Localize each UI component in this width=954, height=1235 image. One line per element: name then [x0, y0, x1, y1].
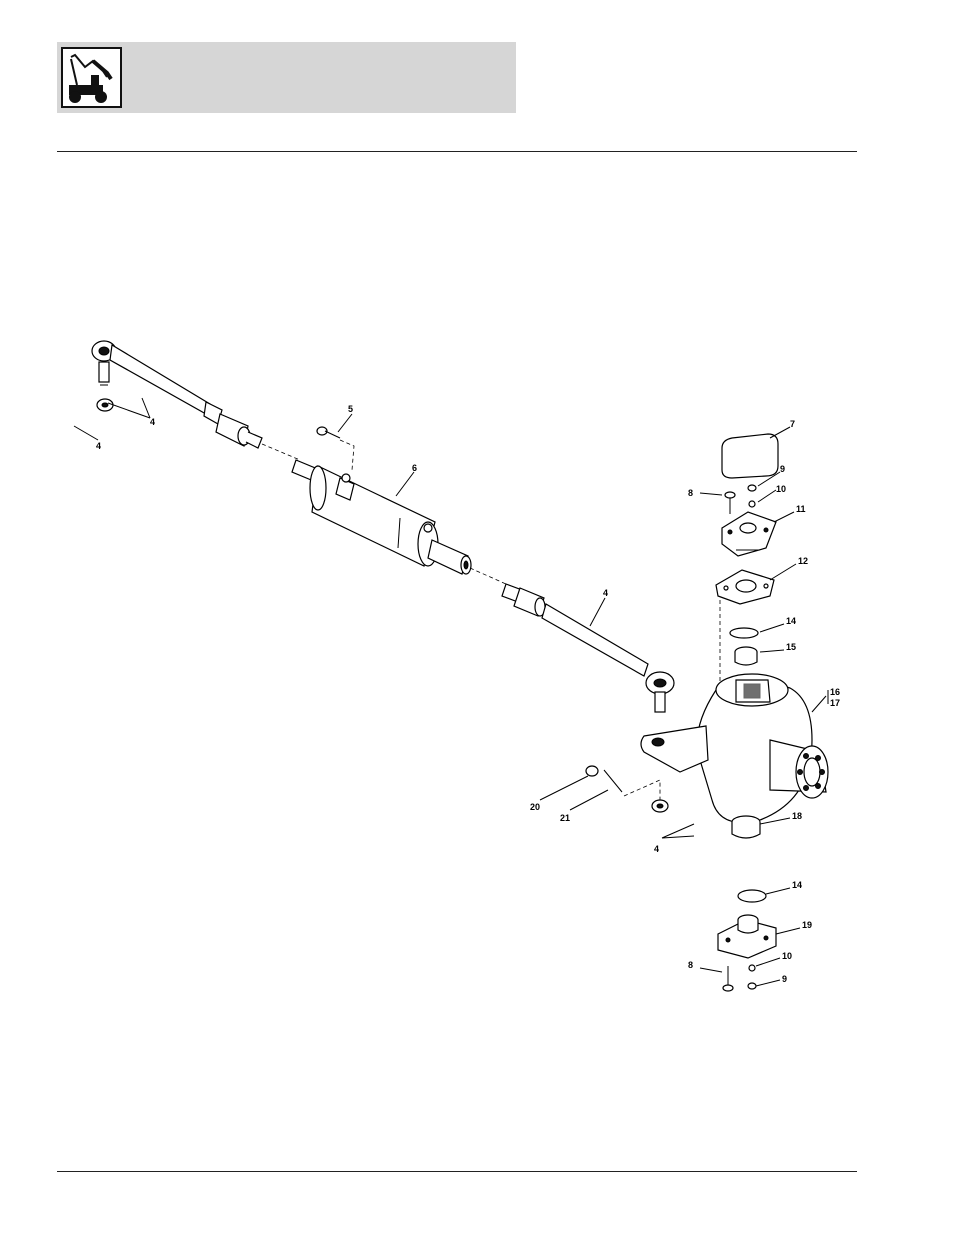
lower-bolt-and-fittings: [723, 965, 756, 991]
bearing-cap-11: [722, 512, 776, 556]
callout-4-right: 4: [603, 588, 608, 598]
oring-14-lower: [738, 890, 766, 902]
nut-20: [586, 766, 598, 776]
callout-16: 16: [830, 687, 840, 697]
callout-4-left-upper: 4: [150, 417, 155, 427]
stud-21: [604, 770, 622, 792]
callout-12: 12: [798, 556, 808, 566]
callout-4-left-lower: 4: [96, 441, 101, 451]
steering-cylinder: [292, 460, 471, 574]
callout-4-lower: 4: [654, 844, 659, 854]
right-tie-rod: [502, 584, 674, 712]
callout-20: 20: [530, 802, 540, 812]
callout-15: 15: [786, 642, 796, 652]
callout-10-upper: 10: [776, 484, 786, 494]
lower-bearing-cap-19: [718, 915, 776, 958]
left-tie-rod-end: [92, 341, 262, 448]
callout-19: 19: [802, 920, 812, 930]
nut-4: [652, 800, 668, 812]
callout-6: 6: [412, 463, 417, 473]
callout-17: 17: [830, 698, 840, 708]
callout-9-upper: 9: [780, 464, 785, 474]
callout-8-upper: 8: [688, 488, 693, 498]
callout-8-lower: 8: [688, 960, 693, 970]
cap-7: [722, 434, 778, 478]
seal-18: [732, 816, 760, 838]
callout-5: 5: [348, 404, 353, 414]
steering-knuckle: [641, 674, 828, 823]
screw-5: [317, 427, 354, 470]
callout-14-lower: 14: [792, 880, 802, 890]
callout-9-lower: 9: [782, 974, 787, 984]
gasket-12: [716, 570, 774, 604]
callout-14-upper: 14: [786, 616, 796, 626]
callout-18: 18: [792, 811, 802, 821]
bushing-15: [735, 647, 757, 665]
callout-11: 11: [796, 504, 806, 514]
callout-10-lower: 10: [782, 951, 792, 961]
callout-21: 21: [560, 813, 570, 823]
grease-fitting-and-bolt: [725, 485, 756, 514]
callout-7: 7: [790, 419, 795, 429]
oring-14: [730, 628, 758, 638]
